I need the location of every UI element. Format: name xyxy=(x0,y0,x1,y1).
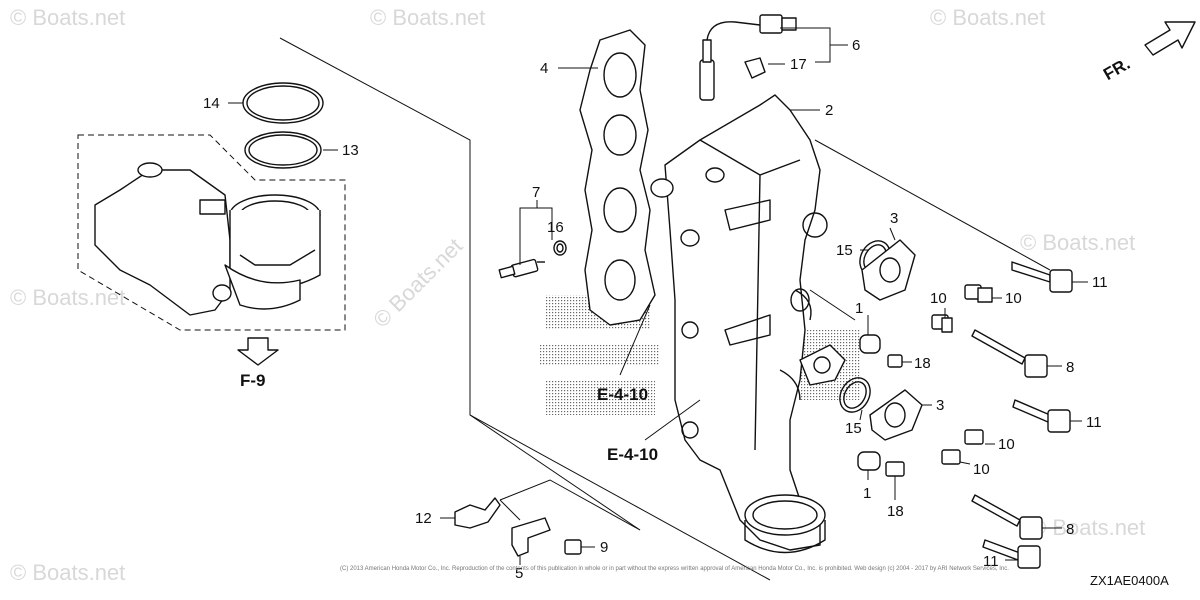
callout-3-upper: 3 xyxy=(890,210,898,227)
watermark: © Boats.net xyxy=(930,5,1045,30)
callout-11-middle: 11 xyxy=(1086,414,1102,431)
callout-17: 17 xyxy=(790,56,807,73)
callout-15-lower: 15 xyxy=(845,420,862,437)
callout-3-lower: 3 xyxy=(936,397,944,414)
callout-1-upper: 1 xyxy=(855,300,863,317)
callout-11-upper: 11 xyxy=(1092,274,1108,291)
o-rings xyxy=(242,82,324,169)
watermark: © Boats.net xyxy=(10,285,125,310)
assembly-guide-lines xyxy=(279,37,771,581)
front-label: FR. xyxy=(1100,54,1133,84)
callout-18-lower: 18 xyxy=(887,503,904,520)
callout-5: 5 xyxy=(515,565,523,582)
callout-18-upper: 18 xyxy=(914,355,931,372)
callout-10-c: 10 xyxy=(998,436,1015,453)
collars xyxy=(857,334,881,471)
clip-and-bracket xyxy=(454,497,551,557)
callout-9: 9 xyxy=(600,539,608,556)
callout-10-d: 10 xyxy=(973,461,990,478)
callout-6: 6 xyxy=(852,37,860,54)
watermark: © Boats.net xyxy=(10,5,125,30)
diagram-code: ZX1AE0400A xyxy=(1090,573,1169,588)
callout-8-lower: 8 xyxy=(1066,521,1074,538)
callout-2: 2 xyxy=(825,102,833,119)
reference-f9: F-9 xyxy=(240,371,266,390)
callout-1-lower: 1 xyxy=(863,485,871,502)
manifold-gasket xyxy=(579,29,656,326)
callout-12: 12 xyxy=(415,510,432,527)
callout-10-a: 10 xyxy=(930,290,947,307)
temperature-sensor xyxy=(498,240,567,279)
watermark: © Boats.net xyxy=(368,233,467,332)
callout-4: 4 xyxy=(540,60,548,77)
callout-8-upper: 8 xyxy=(1066,359,1074,376)
f9-reference-arrow xyxy=(237,337,279,366)
callout-15-upper: 15 xyxy=(836,242,853,259)
reference-e4-10-upper: E-4-10 xyxy=(597,385,648,404)
copyright-notice: (C) 2013 American Honda Motor Co., Inc. … xyxy=(340,566,1009,572)
watermark: © Boats.net xyxy=(10,560,125,585)
callout-13: 13 xyxy=(342,142,359,159)
reference-e4-10-lower: E-4-10 xyxy=(607,445,658,464)
oxygen-sensor xyxy=(699,14,797,101)
flange-gaskets xyxy=(799,239,923,441)
callout-7: 7 xyxy=(532,184,540,201)
thermostat-cover-group xyxy=(77,134,346,331)
front-direction-arrow xyxy=(1144,21,1196,56)
watermark: © Boats.net xyxy=(1020,230,1135,255)
watermark: © Boats.net xyxy=(370,5,485,30)
callout-10-b: 10 xyxy=(1005,290,1022,307)
callout-11-lower: 11 xyxy=(983,553,999,570)
callout-14: 14 xyxy=(203,95,220,112)
callout-16: 16 xyxy=(547,219,564,236)
exhaust-manifold-body xyxy=(650,94,828,554)
callout-numbers: 14 13 4 2 6 17 7 16 3 3 15 15 1 1 1 18 1… xyxy=(203,37,1108,582)
leader-lines xyxy=(228,27,1088,565)
